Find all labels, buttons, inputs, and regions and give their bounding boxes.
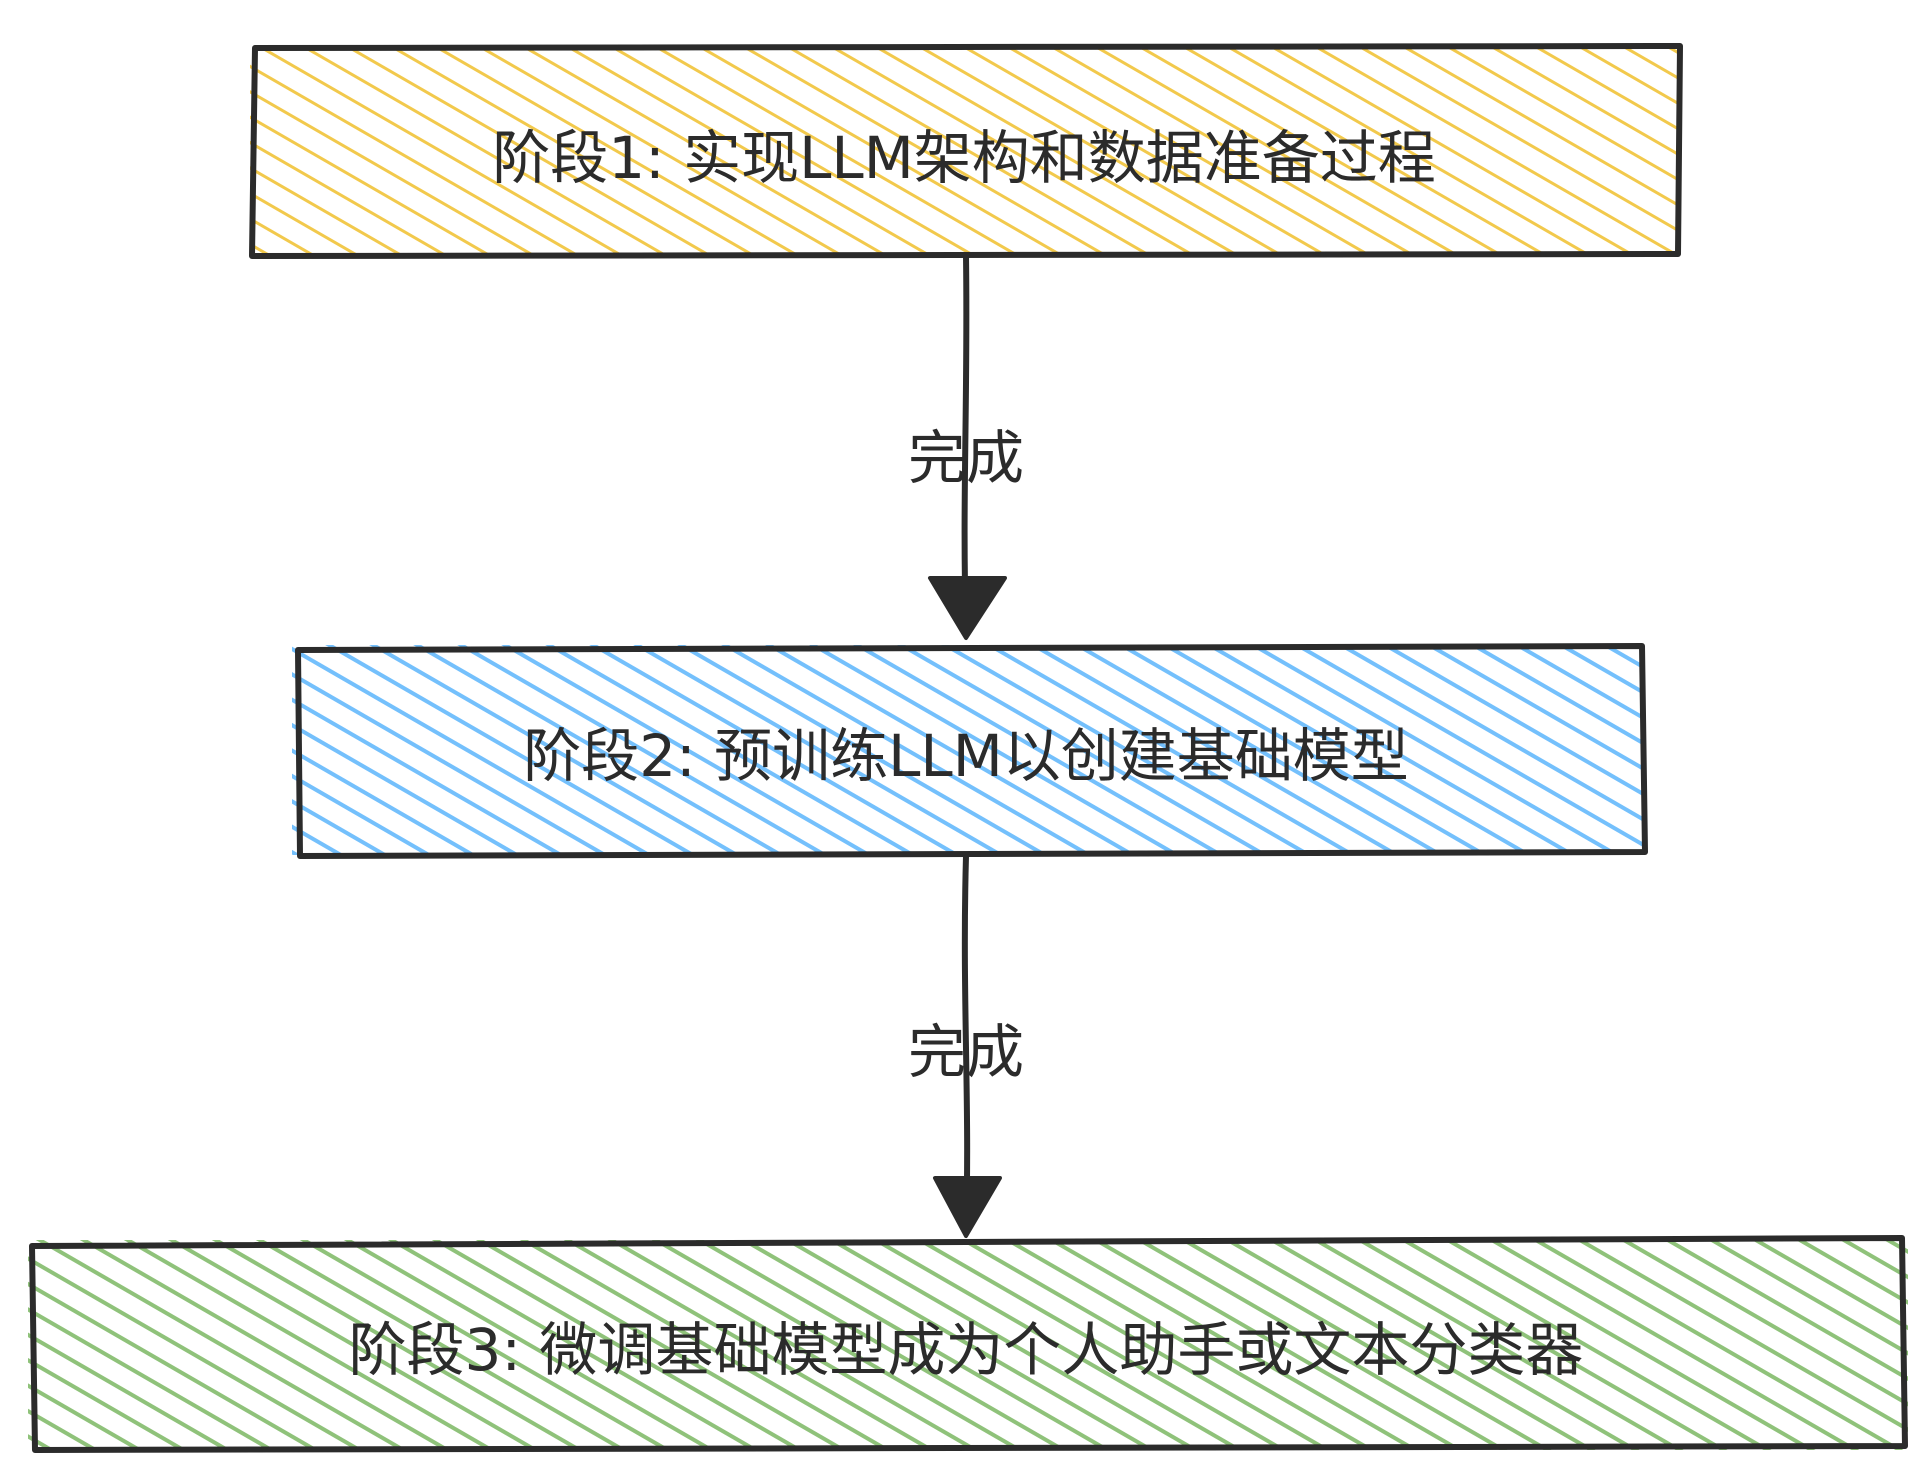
- stage-3-label: 阶段3: 微调基础模型成为个人助手或文本分类器: [349, 1316, 1584, 1384]
- stage-3-box: 阶段3: 微调基础模型成为个人助手或文本分类器: [28, 1235, 1908, 1453]
- arrowhead-down-icon: [933, 1176, 1002, 1238]
- edge-1-label: 完成: [908, 424, 1024, 492]
- stage-1-label: 阶段1: 实现LLM架构和数据准备过程: [492, 124, 1436, 192]
- arrowhead-down-icon: [928, 576, 1007, 640]
- stage-1-box: 阶段1: 实现LLM架构和数据准备过程: [249, 43, 1683, 259]
- stage-2-label: 阶段2: 预训练LLM以创建基础模型: [523, 722, 1409, 790]
- edge-1: 完成: [908, 255, 1024, 640]
- edge-2-label: 完成: [908, 1018, 1024, 1086]
- stage-2-box: 阶段2: 预训练LLM以创建基础模型: [292, 643, 1648, 859]
- edge-2: 完成: [908, 855, 1024, 1238]
